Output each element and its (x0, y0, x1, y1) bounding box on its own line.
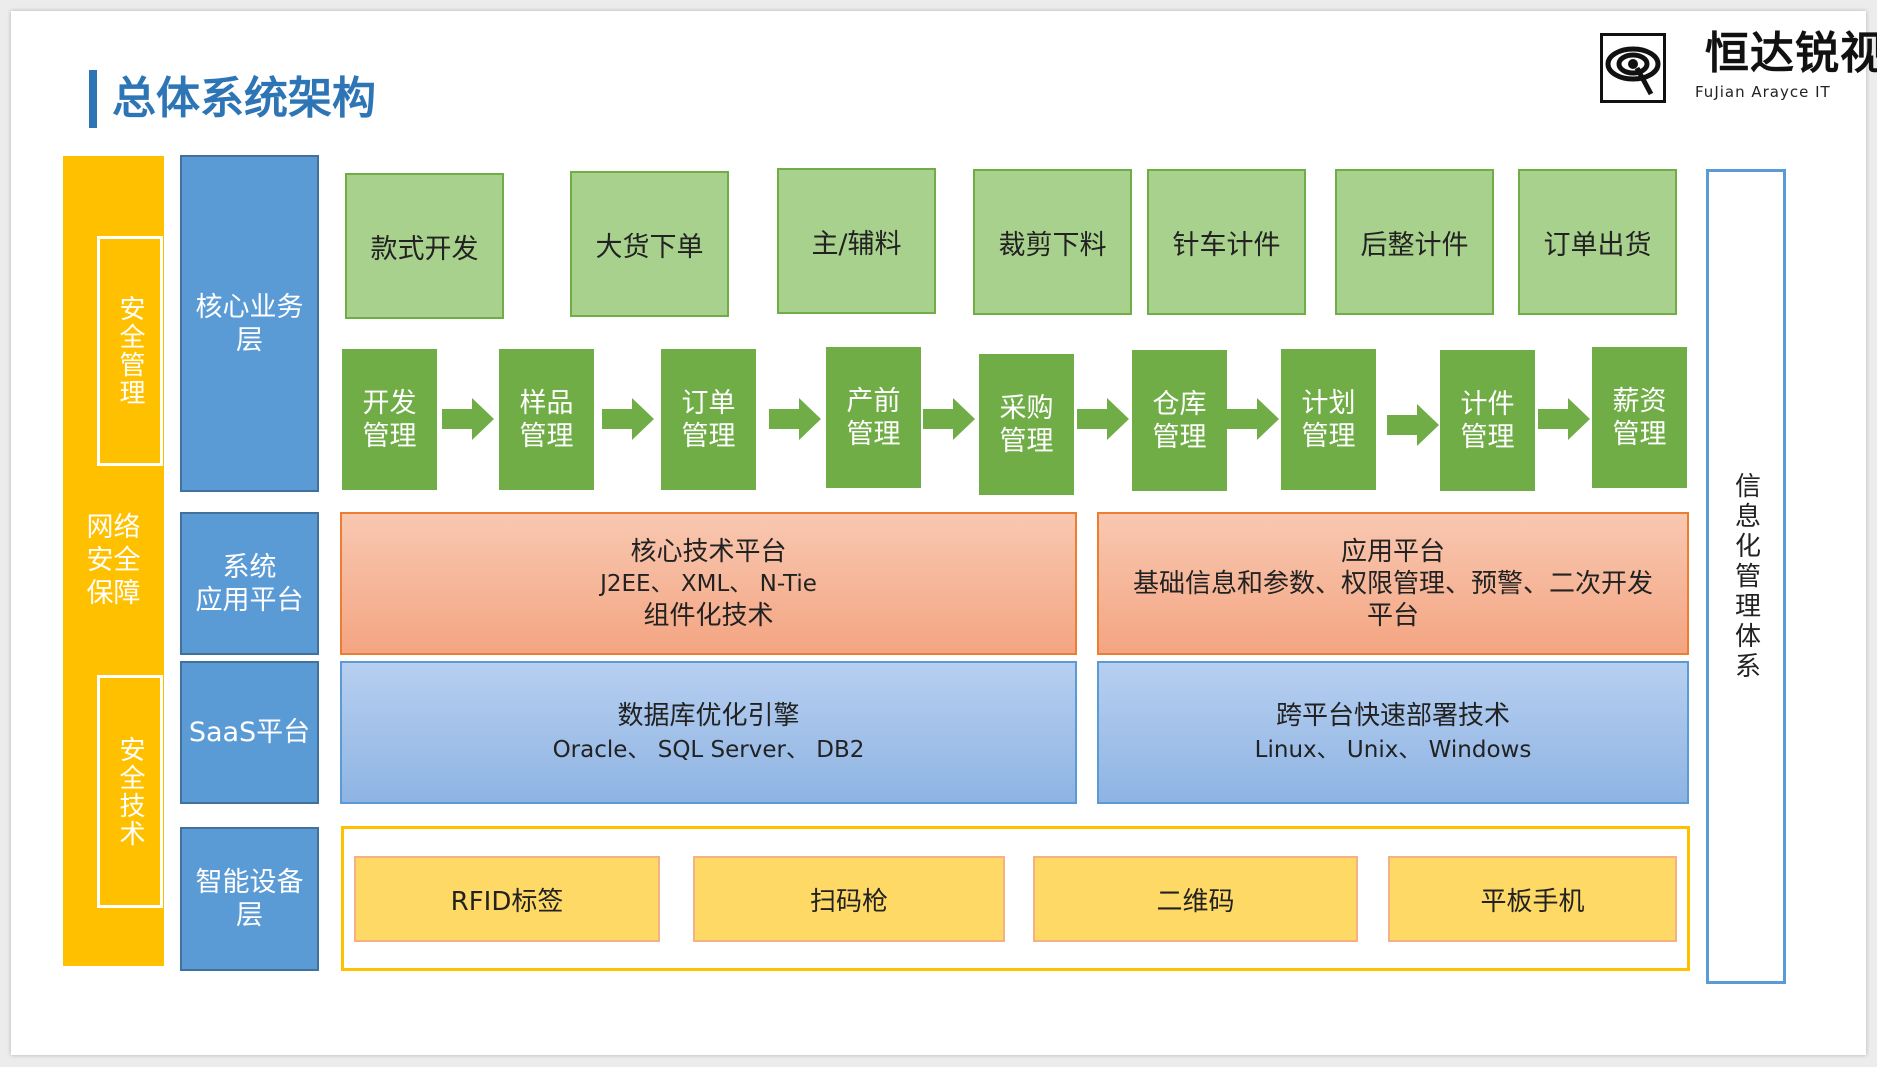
process-step: 计件 管理 (1440, 350, 1535, 491)
process-step: 开发 管理 (342, 349, 437, 490)
business-item: 裁剪下料 (973, 169, 1132, 315)
business-item: 针车计件 (1147, 169, 1306, 315)
business-item: 后整计件 (1335, 169, 1494, 315)
business-item: 订单出货 (1518, 169, 1677, 315)
process-step: 样品 管理 (499, 349, 594, 490)
logo-name: 恒达锐视 (1705, 28, 1877, 79)
deploy-tech-line1: Linux、 Unix、 Windows (1254, 736, 1532, 763)
layer-saas: SaaS平台 (180, 661, 319, 804)
logo-subtitle: FuJian Arayce IT (1695, 83, 1831, 101)
arrow-right-icon (769, 398, 821, 440)
process-step: 薪资 管理 (1592, 347, 1687, 488)
core-tech-title: 核心技术平台 (630, 536, 787, 567)
security-management-label: 安全管理 (115, 295, 145, 407)
process-step: 产前 管理 (826, 347, 921, 488)
db-engine-line1: Oracle、 SQL Server、 DB2 (552, 736, 865, 763)
app-platform-line2: 平台 (1366, 600, 1419, 631)
arrow-right-icon (1538, 398, 1590, 440)
arrow-right-icon (1227, 398, 1279, 440)
device-item: 二维码 (1033, 856, 1358, 942)
business-item: 主/辅料 (777, 168, 936, 314)
app-platform: 应用平台 基础信息和参数、权限管理、预警、二次开发 平台 (1097, 512, 1689, 655)
arrow-right-icon (1077, 398, 1129, 440)
process-step: 订单 管理 (661, 349, 756, 490)
title-accent-bar (89, 70, 97, 128)
process-step: 仓库 管理 (1132, 350, 1227, 491)
logo-icon (1600, 33, 1666, 103)
core-tech-line1: J2EE、 XML、 N-Tie (600, 570, 817, 597)
app-platform-line1: 基础信息和参数、权限管理、预警、二次开发 (1132, 568, 1653, 599)
db-engine-box: 数据库优化引擎 Oracle、 SQL Server、 DB2 (340, 661, 1077, 804)
core-tech-line2: 组件化技术 (643, 600, 774, 631)
arrow-right-icon (1387, 404, 1439, 446)
process-step: 计划 管理 (1281, 349, 1376, 490)
arrow-right-icon (442, 398, 494, 440)
db-engine-title: 数据库优化引擎 (617, 700, 800, 731)
device-item: RFID标签 (354, 856, 660, 942)
security-management-frame: 安全管理 (97, 236, 163, 466)
deploy-tech-box: 跨平台快速部署技术 Linux、 Unix、 Windows (1097, 661, 1689, 804)
business-item: 款式开发 (345, 173, 504, 319)
core-tech-platform: 核心技术平台 J2EE、 XML、 N-Tie 组件化技术 (340, 512, 1077, 655)
layer-system-platform: 系统 应用平台 (180, 512, 319, 655)
arrow-right-icon (923, 398, 975, 440)
page-title: 总体系统架构 (112, 73, 376, 124)
device-item: 平板手机 (1388, 856, 1677, 942)
deploy-tech-title: 跨平台快速部署技术 (1275, 700, 1510, 731)
layer-core-business: 核心业务 层 (180, 155, 319, 492)
network-security-label: 网络 安全 保障 (86, 511, 141, 609)
business-item: 大货下单 (570, 171, 729, 317)
arrow-right-icon (602, 398, 654, 440)
process-step: 采购 管理 (979, 354, 1074, 495)
security-column (63, 156, 164, 966)
app-platform-title: 应用平台 (1340, 536, 1445, 567)
security-tech-frame: 安全技术 (97, 675, 163, 908)
security-tech-label: 安全技术 (115, 735, 145, 848)
device-item: 扫码枪 (693, 856, 1005, 942)
layer-smart-device: 智能设备 层 (180, 827, 319, 971)
info-management-system: 信息化管理体系 (1706, 169, 1786, 984)
